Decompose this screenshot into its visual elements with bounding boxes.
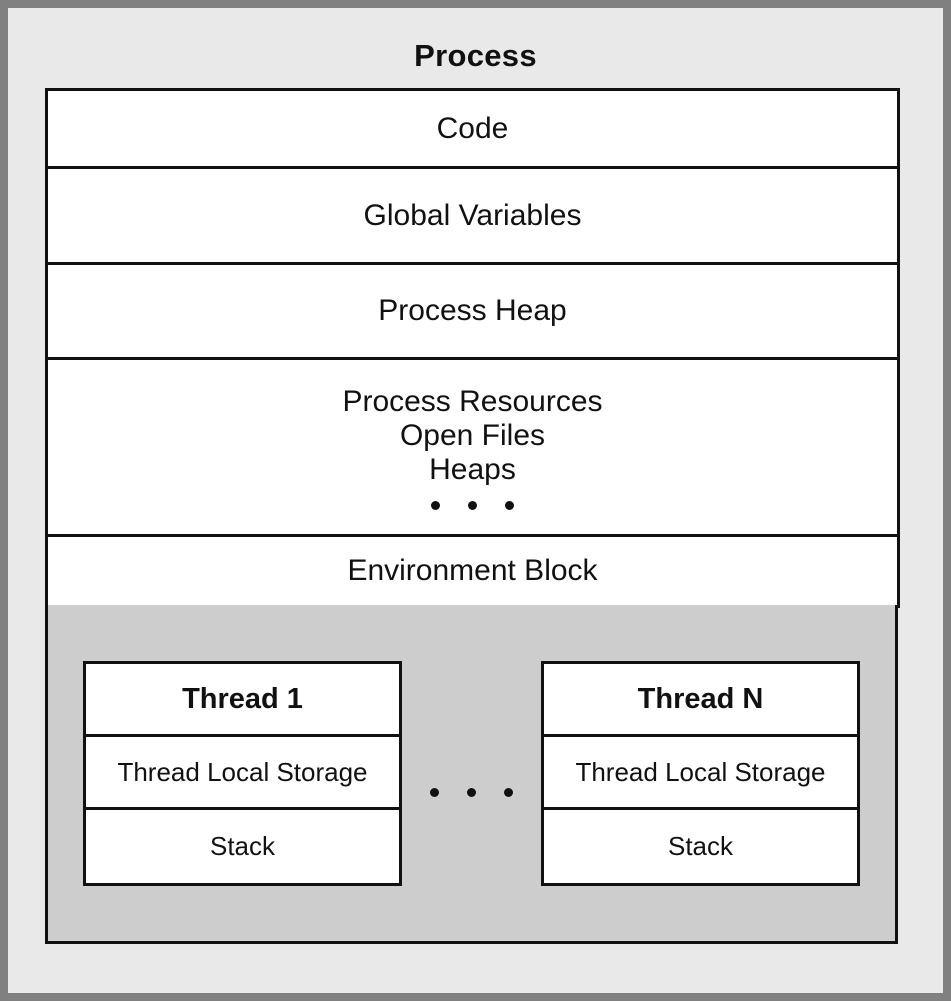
thread-title-label: Thread 1 [182,682,303,715]
thread-n-local-storage: Thread Local Storage [544,736,857,810]
process-section-code: Code [48,91,897,169]
thread-n-stack: Stack [544,809,857,883]
thread-box-n: Thread N Thread Local Storage Stack [541,660,860,886]
diagram-canvas: Process Code Global Variables Process He… [8,8,943,993]
page-title: Process [414,38,537,73]
thread-box-1: Thread 1 Thread Local Storage Stack [83,660,402,886]
ellipsis-dot [467,787,476,797]
section-label: Environment Block [347,554,598,587]
ellipsis-dot [505,500,514,510]
thread-1-stack: Stack [86,809,399,883]
process-section-environment-block: Environment Block [48,537,897,605]
process-memory-stack: Code Global Variables Process Heap Proce… [45,88,900,608]
section-label-heaps: Heaps [429,452,516,486]
thread-title-label: Thread N [637,682,764,715]
thread-row-label: Thread Local Storage [575,756,826,787]
section-label: Global Variables [363,198,582,232]
process-section-process-resources: Process Resources Open Files Heaps [48,360,897,537]
thread-1-title: Thread 1 [86,663,399,737]
threads-row: Thread 1 Thread Local Storage Stack [48,605,895,941]
threads-ellipsis-gap [402,605,541,941]
section-label: Process Heap [378,294,567,327]
section-label-open-files: Open Files [399,418,546,452]
threads-region: Thread 1 Thread Local Storage Stack [45,605,898,944]
thread-1-local-storage: Thread Local Storage [86,736,399,810]
ellipsis-dot [431,500,440,510]
section-label: Process Resources [342,384,603,418]
process-resources-lines: Process Resources Open Files Heaps [342,385,602,487]
process-section-global-variables: Global Variables [48,169,897,265]
thread-row-label: Stack [667,831,734,861]
thread-row-label: Stack [209,831,276,861]
ellipsis-dot [504,787,513,797]
thread-n-title: Thread N [544,663,857,737]
ellipsis-dot [468,500,477,510]
process-section-process-heap: Process Heap [48,265,897,360]
thread-row-label: Thread Local Storage [117,756,368,787]
ellipsis-dot [430,787,439,797]
ellipsis-icon [430,787,513,797]
section-label: Code [436,111,509,145]
ellipsis-icon [431,500,514,510]
